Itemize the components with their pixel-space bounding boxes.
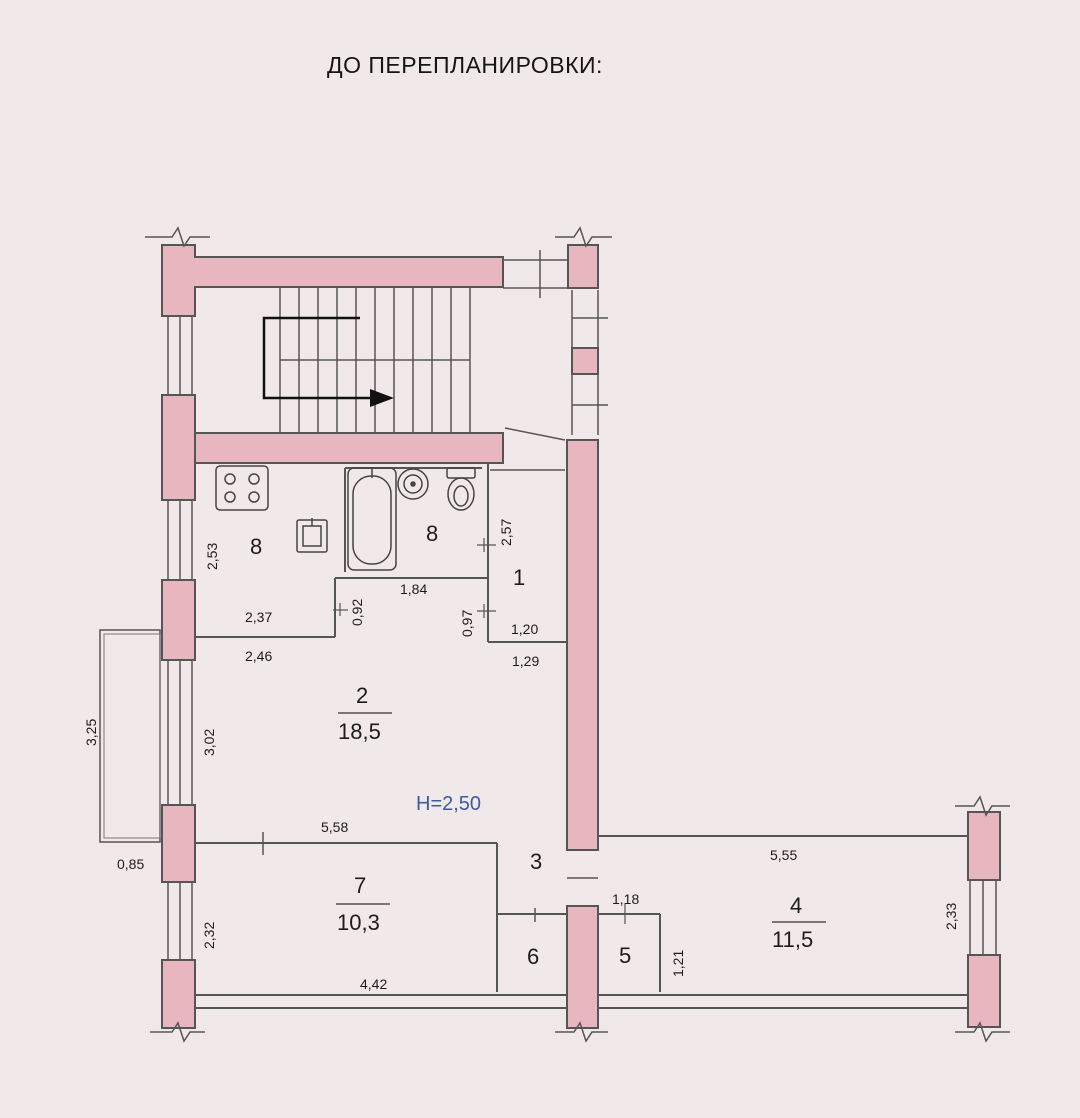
dim-1-21: 1,21 xyxy=(670,950,686,977)
dim-0-92: 0,92 xyxy=(349,599,365,626)
toilet-icon xyxy=(446,467,476,511)
wall-break-marks xyxy=(145,226,1010,1043)
balcony xyxy=(99,629,161,843)
room-8-kitchen-number: 8 xyxy=(250,534,262,559)
room-2-area: 18,5 xyxy=(338,719,381,744)
dim-2-46: 2,46 xyxy=(245,648,272,664)
room-4-area: 11,5 xyxy=(772,927,813,952)
door-marks xyxy=(262,427,598,922)
dim-5-55: 5,55 xyxy=(770,847,797,863)
load-bearing-walls xyxy=(161,244,1001,1029)
dim-1-84: 1,84 xyxy=(400,581,427,597)
washbasin-icon xyxy=(397,468,429,500)
room-4-number: 4 xyxy=(790,893,802,918)
room-8-bath-number: 8 xyxy=(426,521,438,546)
dim-5-58: 5,58 xyxy=(321,819,348,835)
room-2-number: 2 xyxy=(356,683,368,708)
plan-title: ДО ПЕРЕПЛАНИРОВКИ: xyxy=(327,52,603,78)
dim-0-97: 0,97 xyxy=(459,610,475,637)
dim-2-53: 2,53 xyxy=(204,543,220,570)
staircase xyxy=(262,286,471,434)
dim-1-20: 1,20 xyxy=(511,621,538,637)
room-3-number: 3 xyxy=(530,849,542,874)
room-7-area: 10,3 xyxy=(337,910,380,935)
ceiling-height: H=2,50 xyxy=(416,793,481,815)
partitions xyxy=(195,462,968,1009)
stove-icon xyxy=(215,465,269,511)
room-5-number: 5 xyxy=(619,943,631,968)
bathtub-icon xyxy=(347,467,397,571)
dim-2-32: 2,32 xyxy=(201,922,217,949)
dim-3-25: 3,25 xyxy=(83,719,99,746)
stair-arrow-icon xyxy=(370,389,394,407)
room-1-number: 1 xyxy=(513,565,525,590)
dim-2-57: 2,57 xyxy=(498,519,514,546)
dim-4-42: 4,42 xyxy=(360,976,387,992)
dimension-ticks xyxy=(333,538,626,924)
dim-1-18: 1,18 xyxy=(612,891,639,907)
kitchen-sink-icon xyxy=(296,518,328,553)
dim-0-85: 0,85 xyxy=(117,856,144,872)
dim-1-29: 1,29 xyxy=(512,653,539,669)
room-7-number: 7 xyxy=(354,873,366,898)
dim-2-33: 2,33 xyxy=(943,903,959,930)
dim-2-37: 2,37 xyxy=(245,609,272,625)
room-6-number: 6 xyxy=(527,944,539,969)
dim-3-02: 3,02 xyxy=(201,729,217,756)
